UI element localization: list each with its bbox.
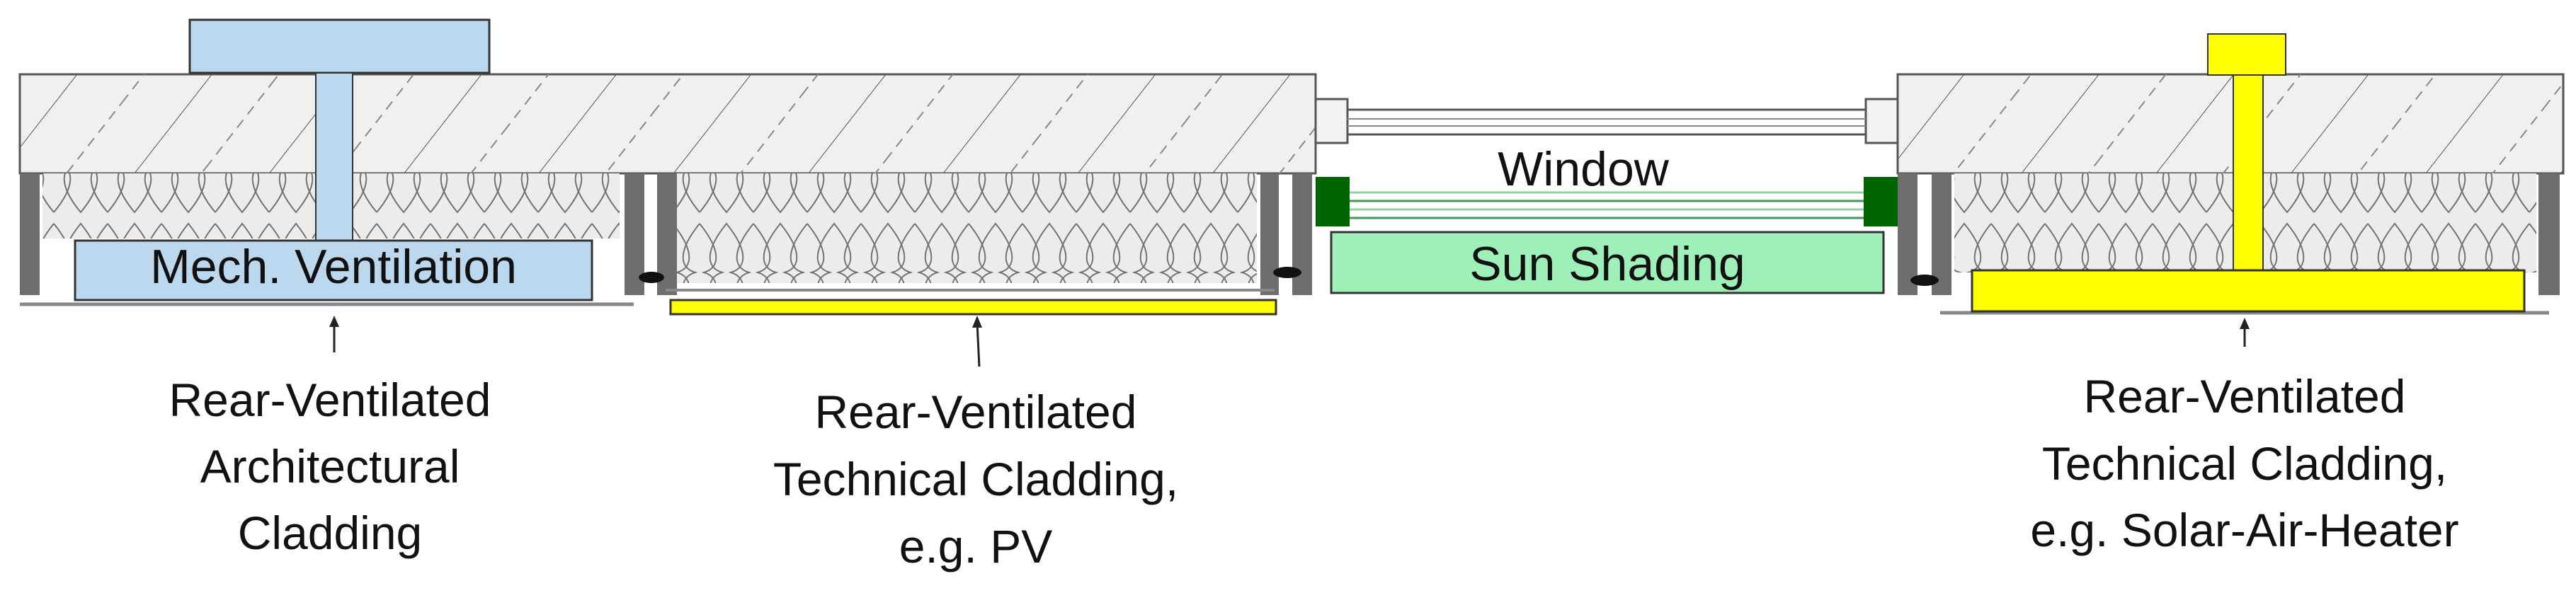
caption-middle-line-3: e.g. PV — [899, 520, 1052, 572]
air-heater-shaft — [2233, 74, 2264, 271]
caption-left-line-2: Architectural — [200, 440, 460, 493]
caption-right: Rear-Ventilated Technical Cladding, e.g.… — [2030, 370, 2458, 556]
cladding-brackets-right — [1898, 173, 2560, 315]
caption-middle: Rear-Ventilated Technical Cladding, e.g.… — [773, 386, 1178, 572]
sun-shading-unit: Sun Shading — [1330, 231, 1885, 294]
window-assembly: Window — [1314, 98, 1899, 226]
caption-left: Rear-Ventilated Architectural Cladding — [169, 374, 491, 559]
ventilation-box — [74, 239, 593, 301]
pv-panel — [669, 299, 1277, 316]
ventilation-top-plate — [188, 18, 491, 74]
caption-left-line-3: Cladding — [238, 507, 423, 559]
solar-air-heater — [1971, 33, 2526, 313]
window-frame-left — [1316, 177, 1350, 226]
mech-ventilation-label: Mech. Ventilation — [150, 240, 517, 294]
wall-section-left — [18, 73, 1317, 283]
cladding-brackets-left — [20, 173, 1312, 306]
caption-middle-line-1: Rear-Ventilated — [815, 386, 1137, 438]
wall-section-right — [1896, 73, 2565, 272]
mech-ventilation-unit: Mech. Ventilation — [74, 18, 593, 301]
window-frame-right — [1864, 177, 1898, 226]
air-heater-panel — [1971, 269, 2526, 313]
window-label: Window — [1498, 142, 1670, 196]
caption-right-line-3: e.g. Solar-Air-Heater — [2030, 504, 2458, 556]
caption-right-line-1: Rear-Ventilated — [2084, 370, 2406, 422]
caption-right-line-2: Technical Cladding, — [2042, 437, 2447, 490]
ventilation-shaft — [315, 72, 353, 242]
sun-shading-label: Sun Shading — [1469, 237, 1745, 291]
pointer-arrows — [329, 316, 2250, 367]
air-heater-top-plate — [2207, 33, 2286, 76]
caption-left-line-1: Rear-Ventilated — [169, 374, 491, 426]
sun-shading-box — [1330, 231, 1885, 294]
caption-middle-line-2: Technical Cladding, — [773, 453, 1178, 505]
